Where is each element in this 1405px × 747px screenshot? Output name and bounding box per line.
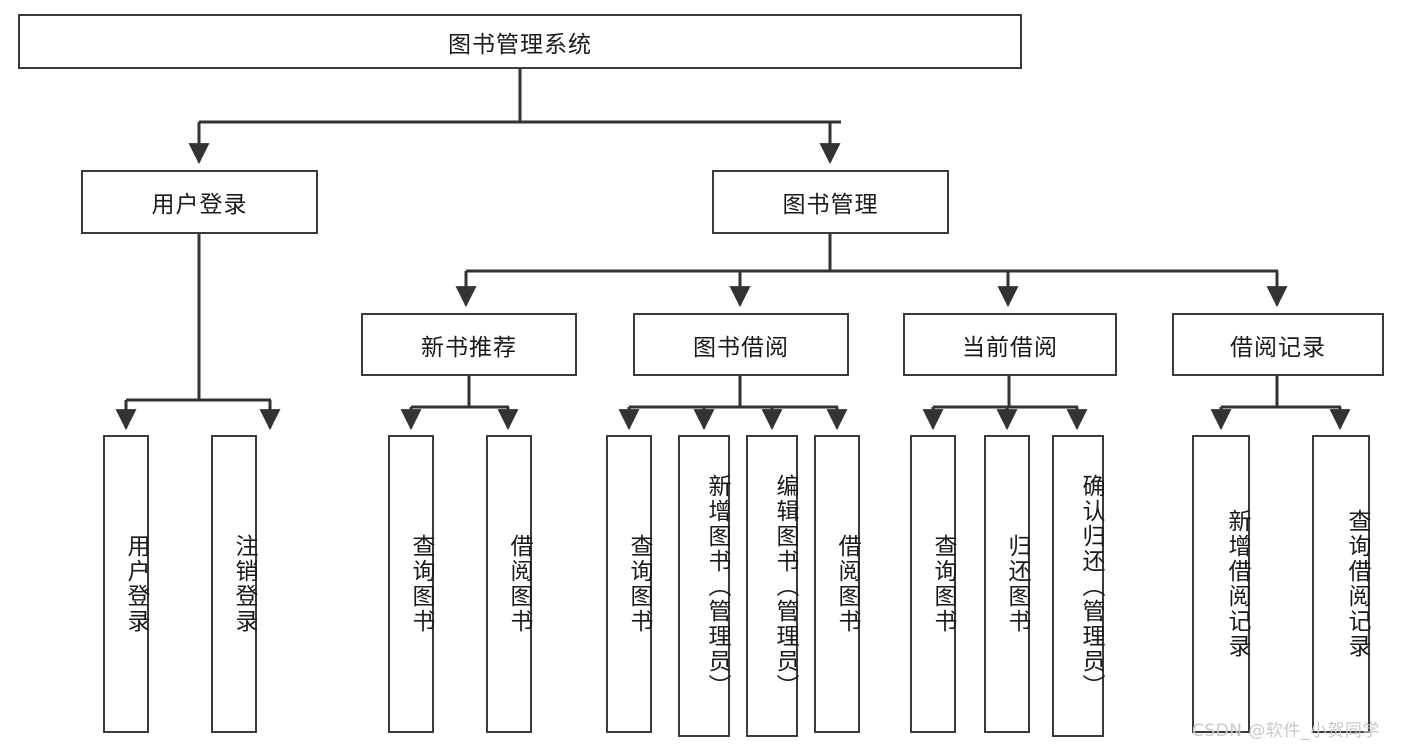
node-current-borrow[interactable]: 当前借阅	[903, 313, 1117, 376]
node-label: 当前借阅	[962, 334, 1058, 361]
node-label: 查询图书	[408, 534, 434, 634]
node-label: 图书借阅	[693, 334, 789, 361]
node-user-login[interactable]: 用户登录	[81, 170, 318, 234]
node-label: 查询借阅记录	[1344, 509, 1370, 659]
node-root[interactable]: 图书管理系统	[18, 14, 1022, 69]
node-book-borrow[interactable]: 图书借阅	[633, 313, 849, 376]
leaf-query-book-borrow[interactable]: 查询图书	[606, 435, 652, 733]
leaf-logout-login[interactable]: 注销登录	[211, 435, 257, 733]
leaf-query-book-current[interactable]: 查询图书	[910, 435, 956, 733]
node-label: 查询图书	[930, 534, 956, 634]
leaf-confirm-return-admin[interactable]: 确认归还（管理员）	[1052, 435, 1104, 737]
node-book-management[interactable]: 图书管理	[712, 170, 949, 234]
node-label: 用户登录	[123, 534, 149, 634]
node-label: 归还图书	[1004, 534, 1030, 634]
node-label: 图书管理系统	[448, 31, 592, 58]
leaf-borrow-book[interactable]: 借阅图书	[814, 435, 860, 733]
node-label: 注销登录	[231, 534, 257, 634]
node-label: 用户登录	[151, 192, 248, 218]
node-label: 借阅记录	[1230, 334, 1326, 361]
watermark: CSDN @软件_小贺同学	[1192, 721, 1380, 741]
node-label: 借阅图书	[506, 534, 532, 634]
leaf-add-borrow-record[interactable]: 新增借阅记录	[1192, 435, 1250, 733]
node-label: 新增借阅记录	[1224, 509, 1250, 659]
node-new-book-recommend[interactable]: 新书推荐	[361, 313, 577, 376]
node-label: 借阅图书	[834, 534, 860, 634]
node-label: 图书管理	[782, 192, 879, 218]
leaf-borrow-book-recommend[interactable]: 借阅图书	[486, 435, 532, 733]
node-label: 确认归还（管理员）	[1078, 473, 1104, 699]
leaf-return-book[interactable]: 归还图书	[984, 435, 1030, 733]
node-label: 编辑图书（管理员）	[772, 473, 798, 699]
leaf-user-login[interactable]: 用户登录	[103, 435, 149, 733]
node-label: 查询图书	[626, 534, 652, 634]
leaf-add-book-admin[interactable]: 新增图书（管理员）	[678, 435, 730, 737]
leaf-edit-book-admin[interactable]: 编辑图书（管理员）	[746, 435, 798, 737]
leaf-query-borrow-record[interactable]: 查询借阅记录	[1312, 435, 1370, 733]
node-borrow-record[interactable]: 借阅记录	[1172, 313, 1384, 376]
leaf-query-book-recommend[interactable]: 查询图书	[388, 435, 434, 733]
node-label: 新书推荐	[421, 334, 517, 361]
node-label: 新增图书（管理员）	[704, 473, 730, 699]
